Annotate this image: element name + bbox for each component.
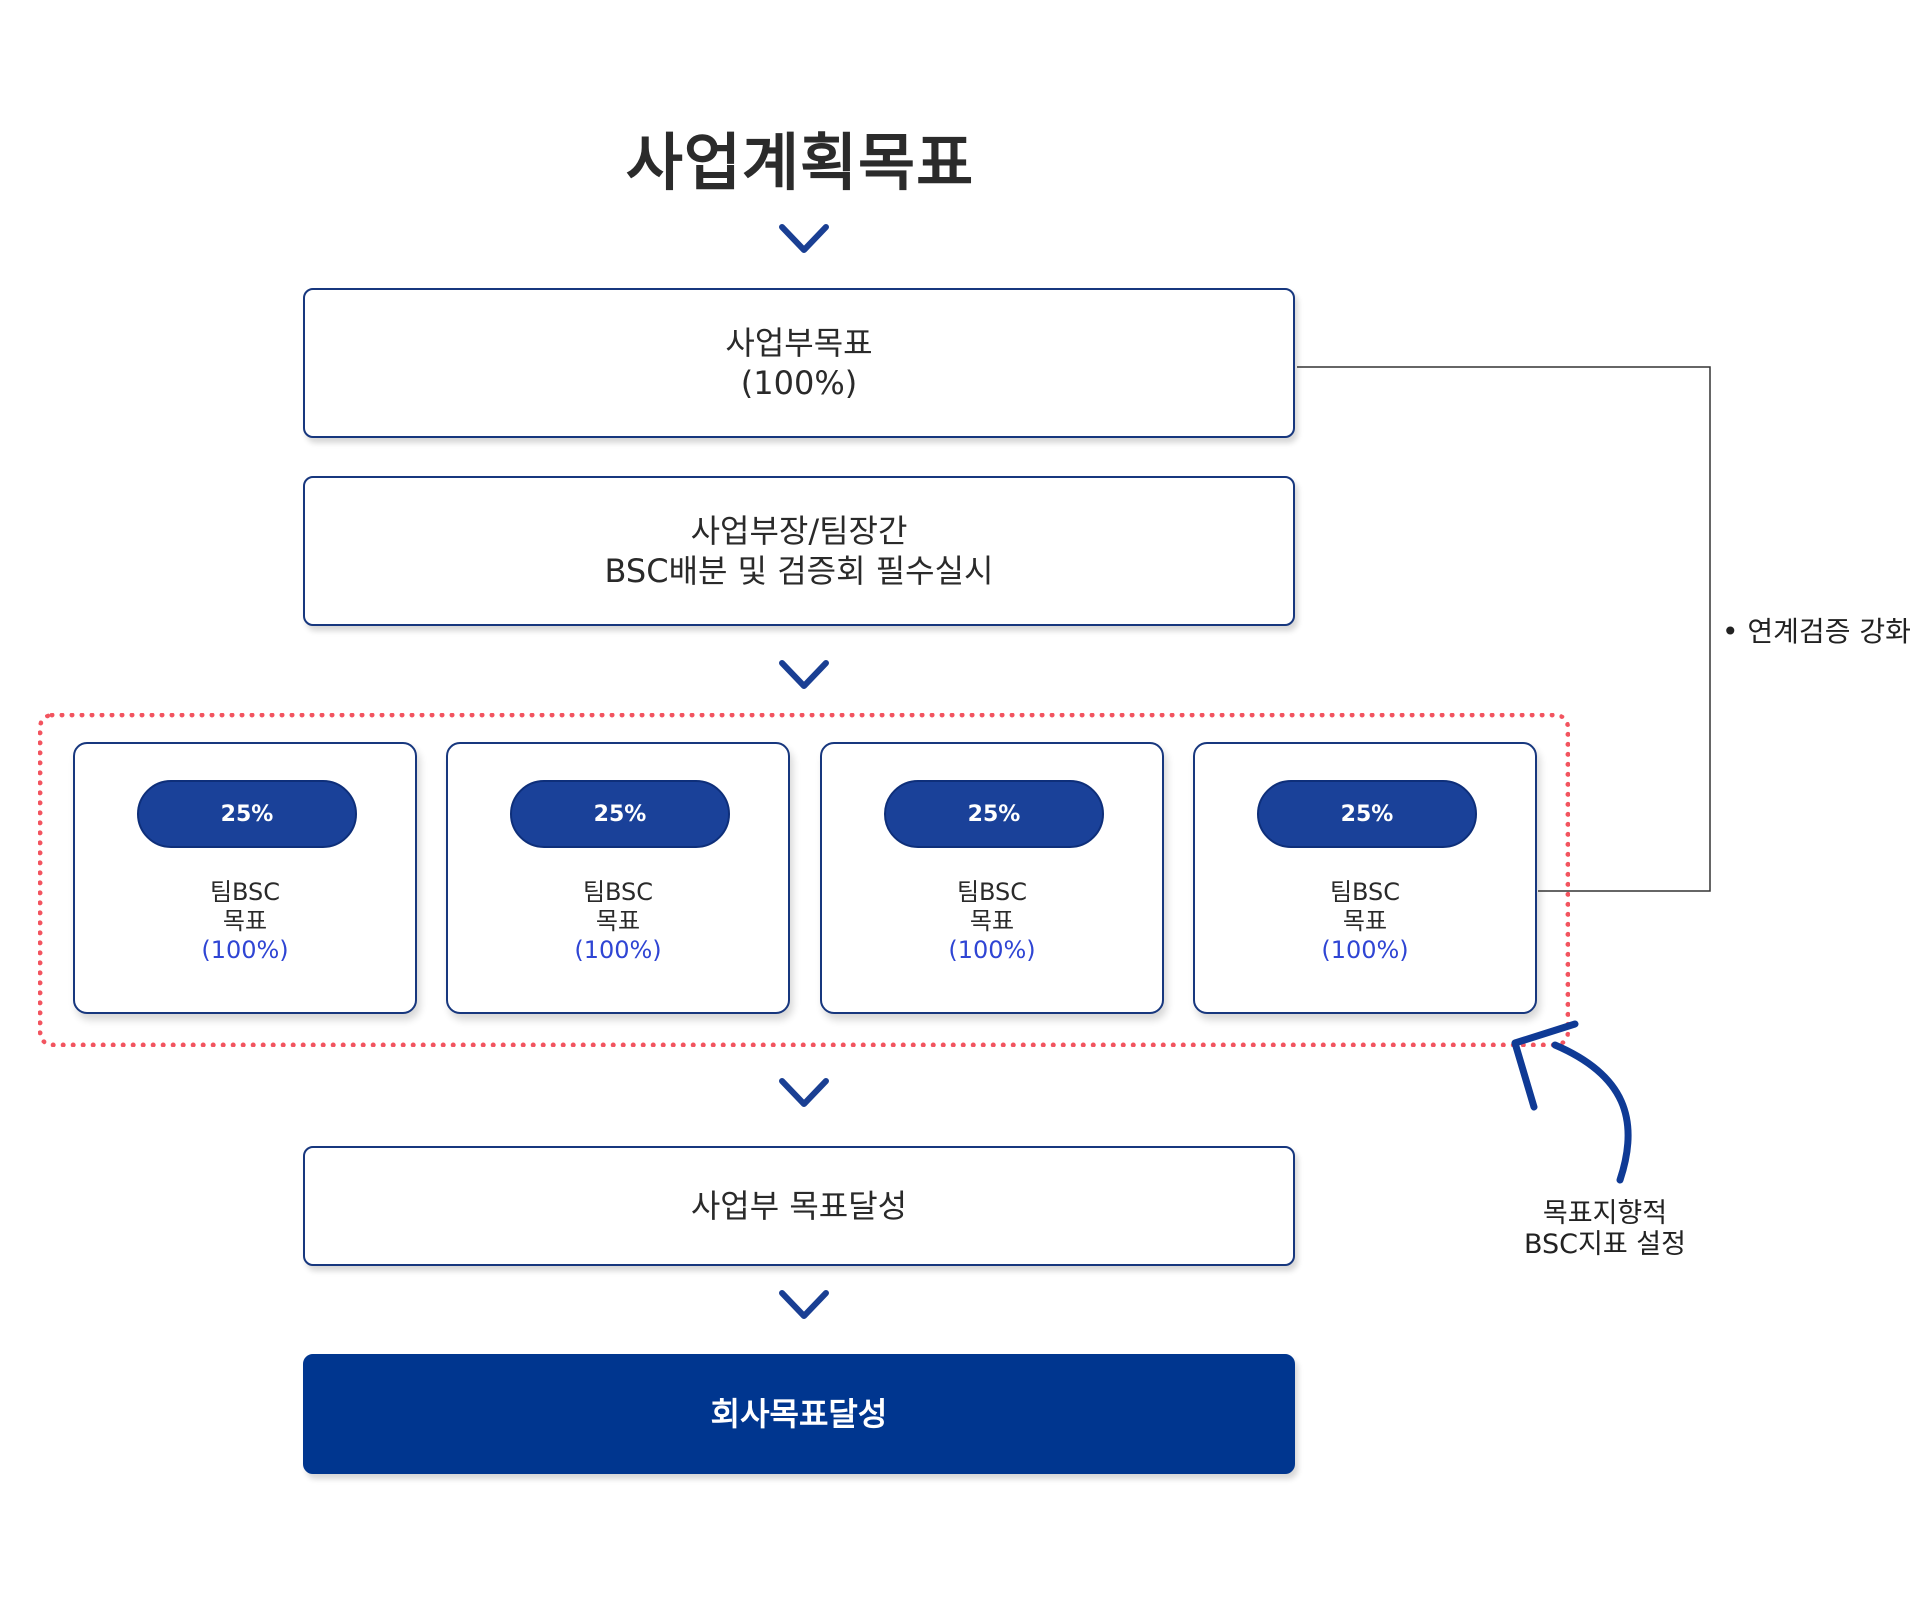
bsc-allocation-line2: BSC배분 및 검증회 필수실시: [604, 552, 994, 590]
team-card-subtitle: 목표: [222, 907, 268, 935]
division-goal-percent: (100%): [740, 364, 858, 402]
team-card-text: 팀BSC 목표 (100%): [448, 878, 788, 965]
team-card-subtitle: 목표: [1342, 907, 1388, 935]
chevron-down-icon: [778, 222, 830, 256]
team-card-title: 팀BSC: [209, 878, 281, 906]
team-share-badge: 25%: [884, 780, 1104, 848]
annotation-line1: 목표지향적: [1542, 1198, 1668, 1229]
team-card-text: 팀BSC 목표 (100%): [75, 878, 415, 965]
company-achievement-box: 회사목표달성: [303, 1354, 1295, 1474]
curved-arrow-icon: [1551, 1041, 1632, 1184]
division-achievement-box: 사업부 목표달성: [303, 1146, 1295, 1266]
chevron-down-icon: [778, 658, 830, 692]
team-share-badge: 25%: [510, 780, 730, 848]
chevron-down-icon: [778, 1288, 830, 1322]
team-card-percent: (100%): [574, 936, 662, 964]
team-card-percent: (100%): [948, 936, 1036, 964]
team-card-subtitle: 목표: [969, 907, 1015, 935]
team-share-badge: 25%: [137, 780, 357, 848]
team-card: 25% 팀BSC 목표 (100%): [1193, 742, 1537, 1014]
chevron-down-icon: [778, 1076, 830, 1110]
division-achievement-label: 사업부 목표달성: [690, 1187, 908, 1225]
team-card-title: 팀BSC: [582, 878, 654, 906]
division-goal-box: 사업부목표 (100%): [303, 288, 1295, 438]
team-share-badge: 25%: [1257, 780, 1477, 848]
team-card: 25% 팀BSC 목표 (100%): [820, 742, 1164, 1014]
page-title: 사업계획목표: [625, 126, 975, 199]
team-card-title: 팀BSC: [956, 878, 1028, 906]
team-card-percent: (100%): [1321, 936, 1409, 964]
link-verification-label: • 연계검증 강화: [1722, 615, 1911, 648]
annotation-label: 목표지향적 BSC지표 설정: [1482, 1198, 1728, 1260]
team-card: 25% 팀BSC 목표 (100%): [446, 742, 790, 1014]
team-card-subtitle: 목표: [595, 907, 641, 935]
bsc-allocation-line1: 사업부장/팀장간: [690, 512, 908, 550]
division-goal-label: 사업부목표: [725, 324, 873, 362]
team-card-text: 팀BSC 목표 (100%): [1195, 878, 1535, 965]
team-card-text: 팀BSC 목표 (100%): [822, 878, 1162, 965]
team-card-percent: (100%): [201, 936, 289, 964]
team-card-title: 팀BSC: [1329, 878, 1401, 906]
company-achievement-label: 회사목표달성: [710, 1395, 888, 1433]
team-card: 25% 팀BSC 목표 (100%): [73, 742, 417, 1014]
bsc-allocation-box: 사업부장/팀장간 BSC배분 및 검증회 필수실시: [303, 476, 1295, 626]
annotation-line2: BSC지표 설정: [1524, 1229, 1686, 1260]
